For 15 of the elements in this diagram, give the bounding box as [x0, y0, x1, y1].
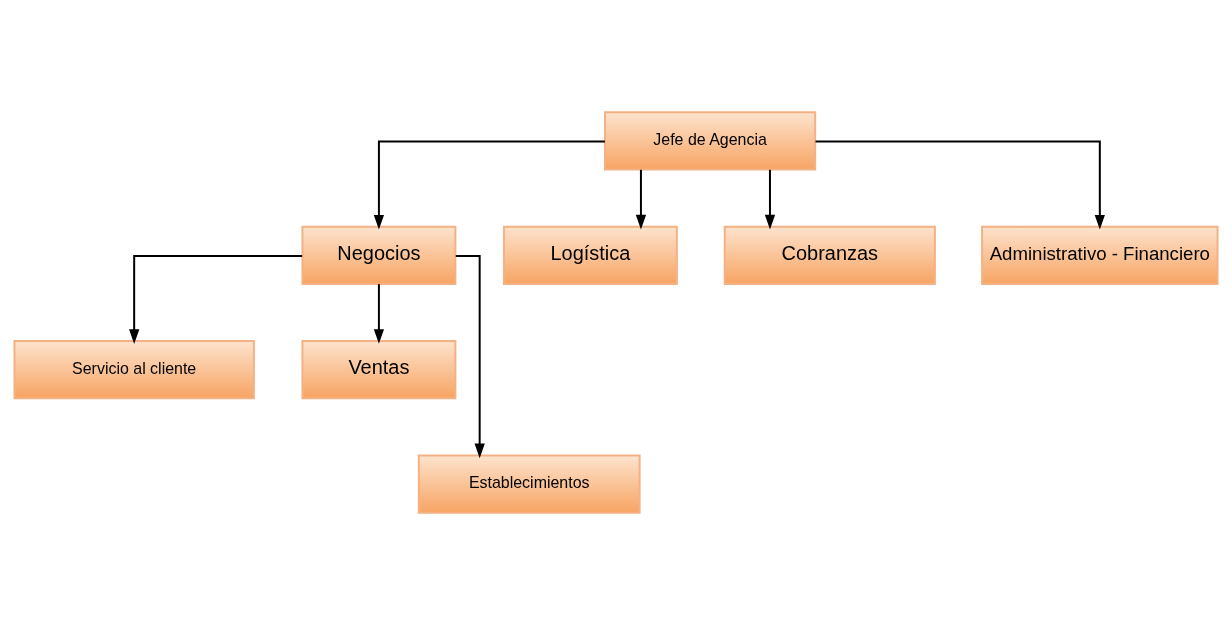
arrow [129, 254, 304, 344]
node-box: Jefe de Agencia [604, 110, 817, 170]
arrow [454, 254, 485, 458]
node-box: Cobranzas [723, 225, 936, 285]
node-box: Negocios [301, 225, 457, 285]
node-box: Establecimientos [417, 454, 641, 514]
arrow [373, 282, 385, 344]
arrow [635, 168, 647, 229]
node-box: Logística [502, 225, 678, 285]
node-box: Administrativo - Financiero [981, 225, 1219, 285]
node-box: Ventas [301, 339, 457, 399]
arrow [814, 140, 1105, 230]
arrow [373, 140, 606, 230]
arrow [764, 168, 776, 229]
node-box: Servicio al cliente [13, 339, 255, 399]
